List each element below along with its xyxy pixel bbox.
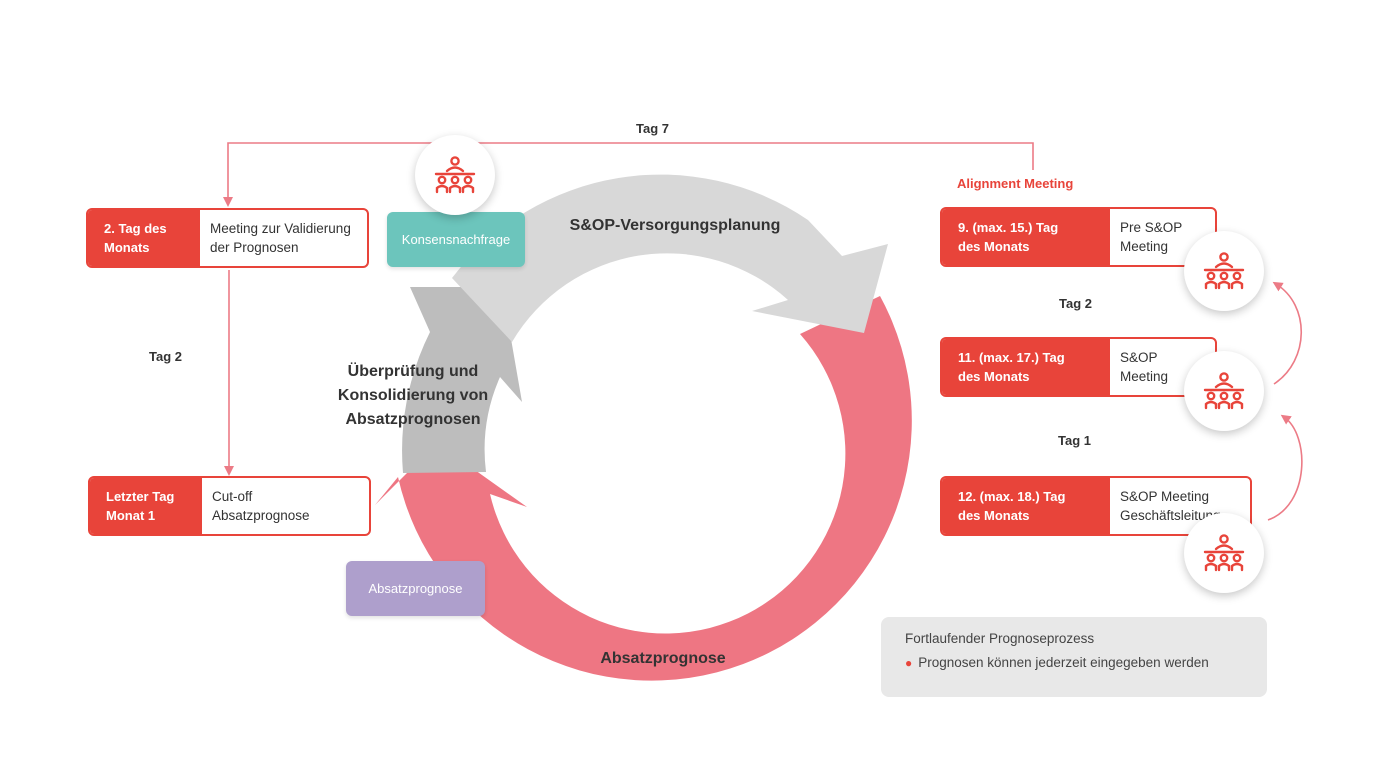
step-description: S&OP Meeting xyxy=(1120,350,1169,384)
step-sop-meeting: 11. (max. 17.) Tag des Monats S&OP Meeti… xyxy=(940,337,1217,397)
review-label-line-1: Überprüfung und xyxy=(348,361,479,380)
meeting-people-icon xyxy=(1184,231,1264,311)
step-forecast-cutoff: Letzter Tag Monat 1 Cut-off Absatzprogno… xyxy=(88,476,371,536)
step-day: 2. Tag des Monats xyxy=(88,210,200,266)
forecast-label: Absatzprognose xyxy=(600,650,725,667)
continuous-forecast-note: Fortlaufender Prognoseprozess ● Prognose… xyxy=(881,617,1267,697)
tag-right-lower-label: Tag 1 xyxy=(1058,433,1091,448)
step-day: 11. (max. 17.) Tag des Monats xyxy=(942,339,1110,395)
review-label-line-2: Konsolidierung von xyxy=(338,387,488,404)
tag7-connector xyxy=(223,142,1034,207)
step-description: Cut-off Absatzprognose xyxy=(212,489,310,523)
supply-planning-cycle-arrow xyxy=(452,174,888,342)
supply-planning-label: S&OP-Versorgungsplanung xyxy=(570,217,781,234)
note-bullet: ● Prognosen können jederzeit eingegeben … xyxy=(905,655,1267,670)
meeting-people-icon xyxy=(415,135,495,215)
meeting-people-icon xyxy=(1184,351,1264,431)
step-day: 9. (max. 15.) Tag des Monats xyxy=(942,209,1110,265)
step-day: Letzter Tag Monat 1 xyxy=(90,478,202,534)
step-day: 12. (max. 18.) Tag des Monats xyxy=(942,478,1110,534)
meeting-people-icon xyxy=(1184,513,1264,593)
step-description: Pre S&OP Meeting xyxy=(1120,220,1183,254)
tag-right-upper-label: Tag 2 xyxy=(1059,296,1092,311)
right-connector-lower xyxy=(1267,414,1303,521)
review-cycle-arrow xyxy=(402,287,522,473)
step-validation-meeting: 2. Tag des Monats Meeting zur Validierun… xyxy=(86,208,369,268)
bullet-icon: ● xyxy=(905,655,913,670)
right-connector-upper xyxy=(1272,281,1303,385)
consensus-demand-pill: Konsensnachfrage xyxy=(387,212,525,267)
note-bullet-text: Prognosen können jederzeit eingegeben we… xyxy=(918,655,1209,670)
note-title: Fortlaufender Prognoseprozess xyxy=(905,631,1095,646)
step-description: Meeting zur Validierung der Prognosen xyxy=(210,221,351,255)
review-label-line-3: Absatzprognosen xyxy=(345,411,480,428)
tag-left-label: Tag 2 xyxy=(149,349,182,364)
alignment-meeting-label: Alignment Meeting xyxy=(957,176,1074,191)
step-pre-sop-meeting: 9. (max. 15.) Tag des Monats Pre S&OP Me… xyxy=(940,207,1217,267)
sales-forecast-pill: Absatzprognose xyxy=(346,561,485,616)
forecast-cycle-arrow xyxy=(375,296,912,681)
step-description: S&OP Meeting Geschäftsleitung xyxy=(1120,489,1221,523)
tag-top-label: Tag 7 xyxy=(636,121,669,136)
